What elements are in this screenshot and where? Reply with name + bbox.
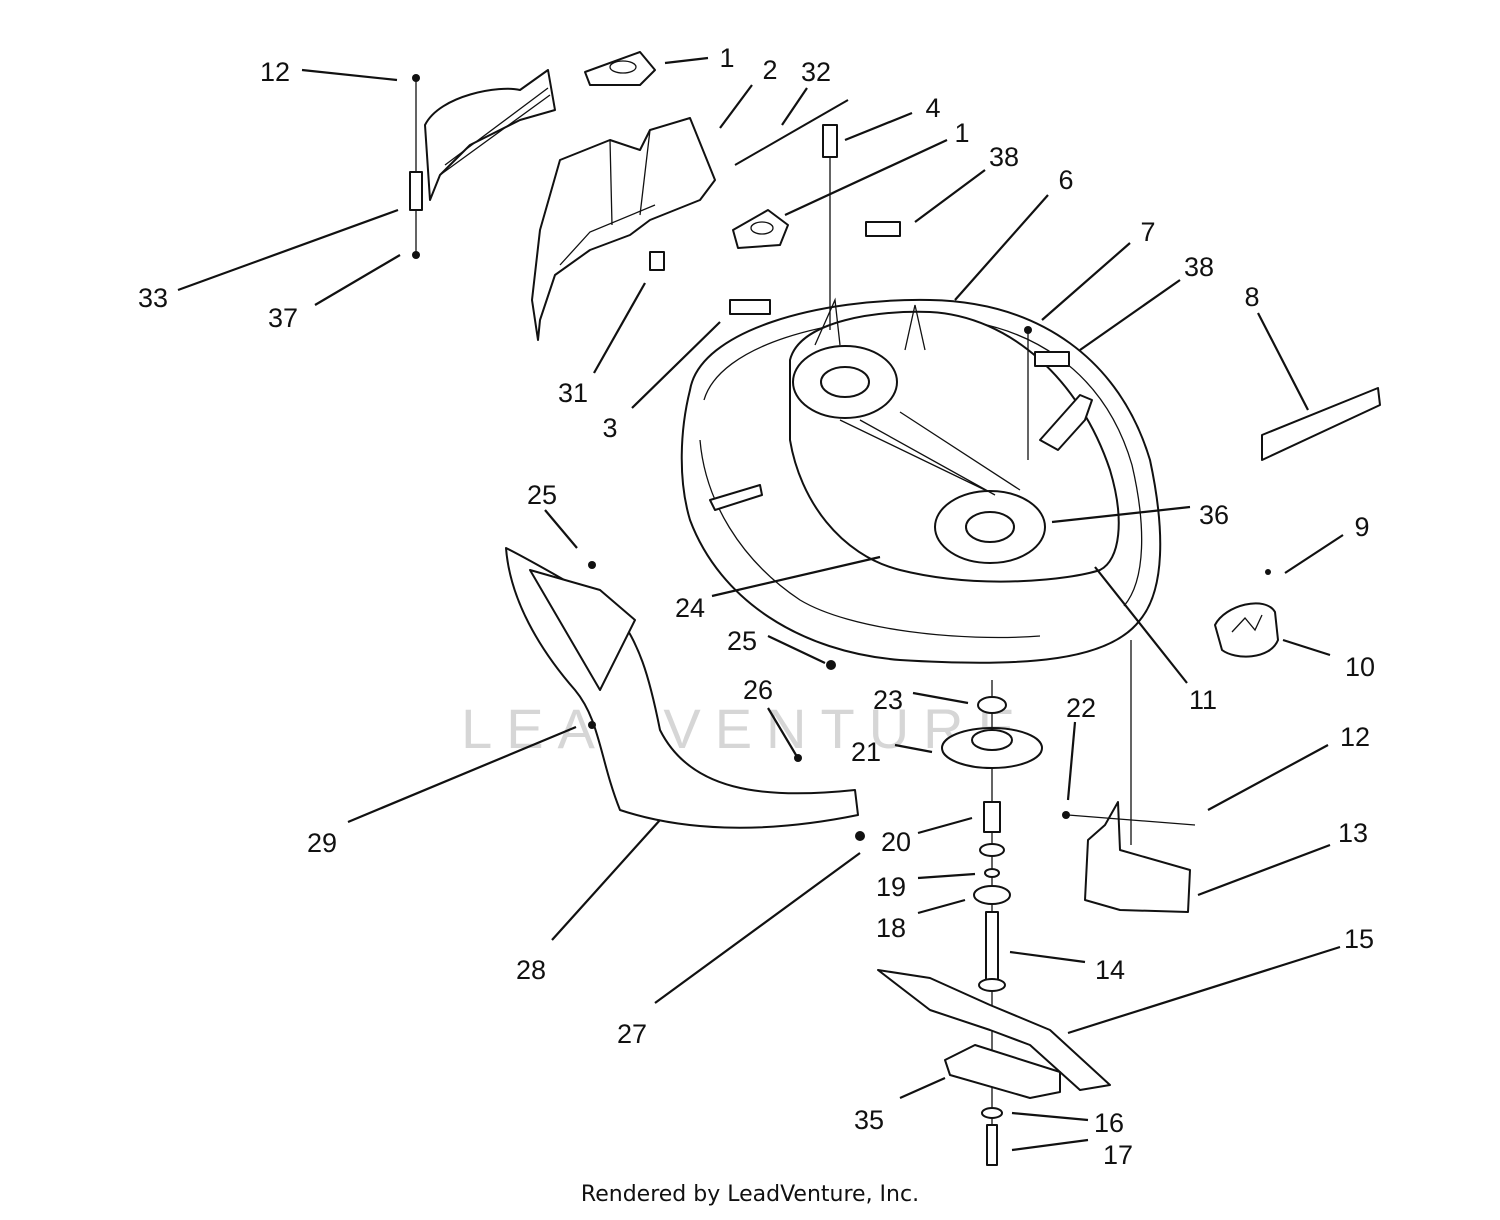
callout-4: 4 [925,93,940,123]
leader-lines [177,56,1344,1152]
callout-10: 10 [1345,652,1375,682]
baffle-28 [505,547,865,841]
callout-6: 6 [1058,165,1073,195]
label-38-left [865,221,901,237]
callout-3: 3 [602,413,617,443]
callout-1: 1 [954,118,969,148]
callout-32: 32 [801,57,831,87]
deflector-rod [409,74,423,259]
callout-7: 7 [1140,217,1155,247]
trim-strip-8 [1261,387,1381,461]
emblem-10 [1214,569,1279,658]
nut-25 [826,660,836,670]
post-4 [822,124,838,158]
rod-32 [734,99,849,166]
callout-24: 24 [675,593,705,623]
decal-1-middle [732,209,789,249]
chute-deflector-guard [424,69,556,201]
callout-28: 28 [516,955,546,985]
bolt-17 [986,1124,998,1166]
callout-1: 1 [719,43,734,73]
callout-38: 38 [1184,252,1214,282]
callout-15: 15 [1344,924,1374,954]
callout-20: 20 [881,827,911,857]
callout-2: 2 [762,55,777,85]
callout-31: 31 [558,378,588,408]
callout-25: 25 [727,626,757,656]
callout-14: 14 [1095,955,1125,985]
callout-25: 25 [527,480,557,510]
callout-21: 21 [851,737,881,767]
callout-36: 36 [1199,500,1229,530]
callout-16: 16 [1094,1108,1124,1138]
spindle-assembly [941,680,1043,1165]
callout-8: 8 [1244,282,1259,312]
callout-26: 26 [743,675,773,705]
callout-11: 11 [1189,685,1217,715]
callout-37: 37 [268,303,298,333]
decal-1-top [584,51,656,86]
callout-23: 23 [873,685,903,715]
blade-adapter-35 [944,1044,1061,1099]
callout-19: 19 [876,872,906,902]
callout-17: 17 [1103,1140,1133,1170]
callout-29: 29 [307,828,337,858]
callout-27: 27 [617,1019,647,1049]
baffle-13 [1062,801,1196,913]
callout-33: 33 [138,283,168,313]
footer-credit: Rendered by LeadVenture, Inc. [580,1182,920,1207]
callout-22: 22 [1066,693,1096,723]
callout-9: 9 [1354,512,1369,542]
label-38-right [1034,351,1070,367]
discharge-chute [531,117,716,341]
callout-12: 12 [1340,722,1370,752]
label-3 [729,299,771,315]
callout-13: 13 [1338,818,1368,848]
callout-38: 38 [989,142,1019,172]
callout-12: 12 [260,57,290,87]
callout-35: 35 [854,1105,884,1135]
washer-16 [981,1107,1003,1119]
blade-15 [877,969,1111,1091]
callout-18: 18 [876,913,906,943]
deck-housing [680,297,1162,664]
